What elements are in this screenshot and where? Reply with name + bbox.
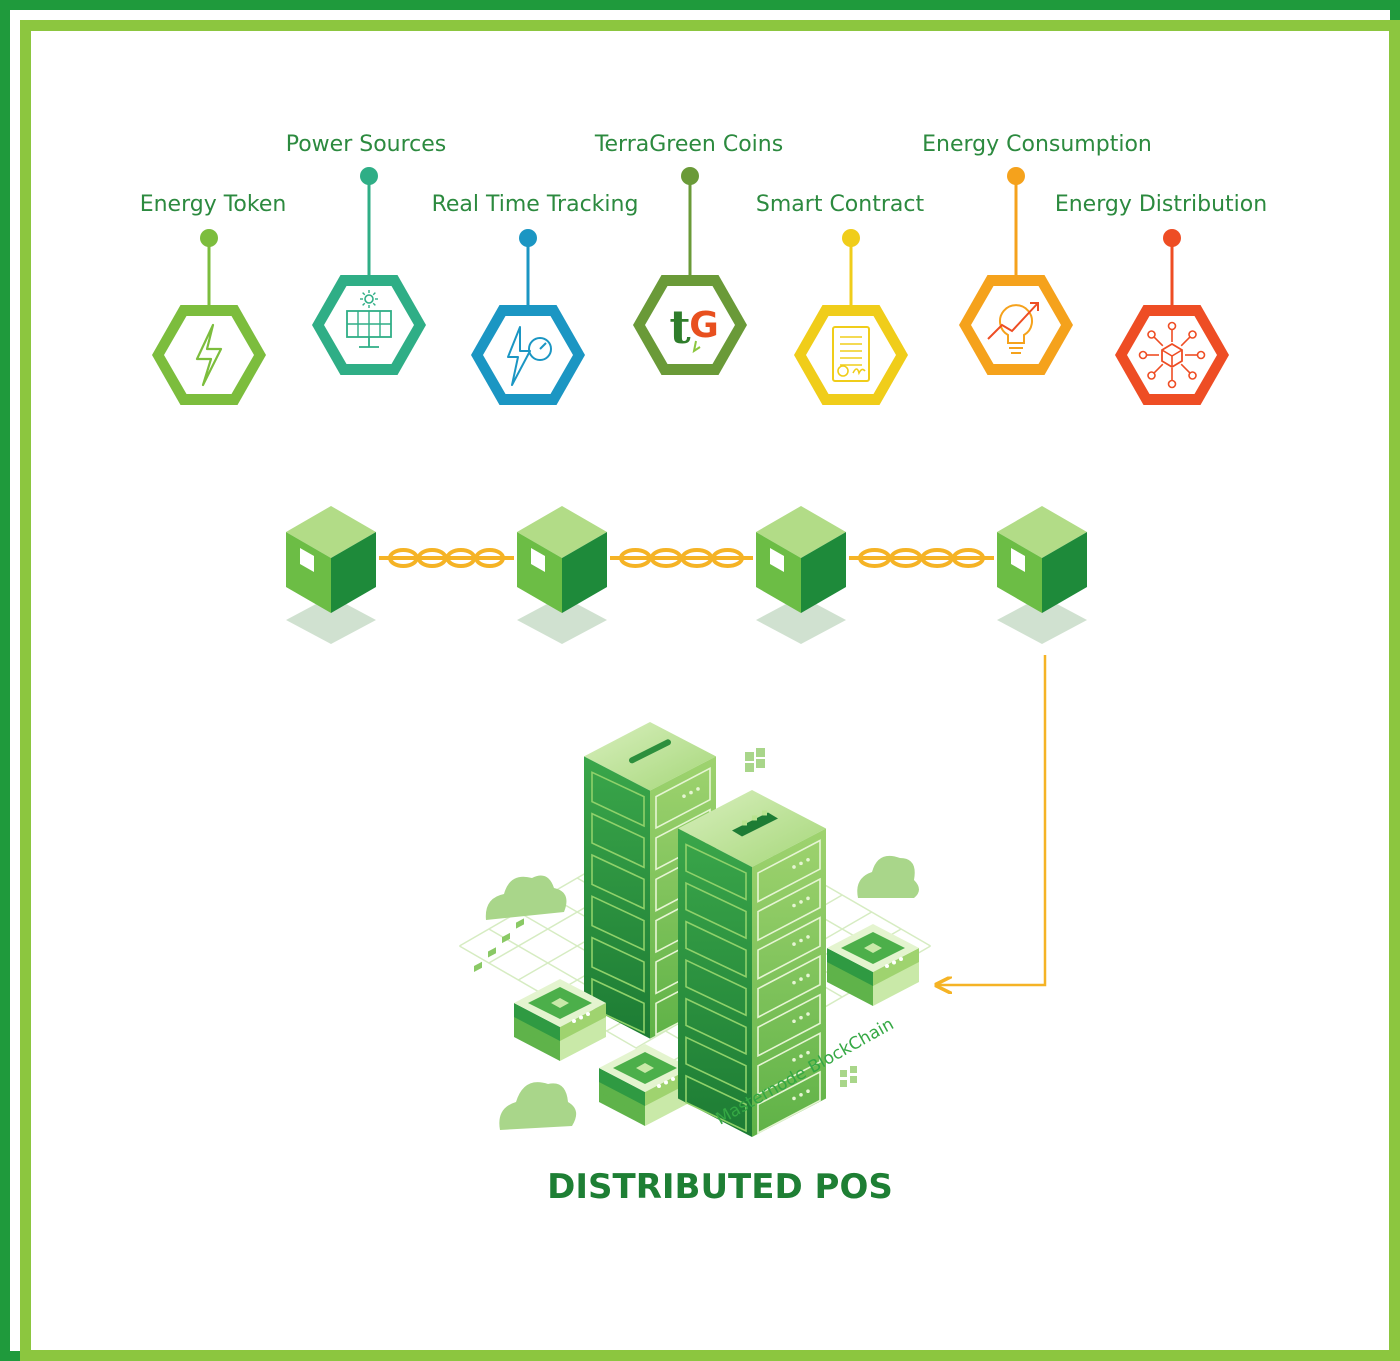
cloud-icon xyxy=(499,1082,577,1130)
lightning-bolt-icon xyxy=(195,323,223,387)
feature-smart-contract: Smart Contract xyxy=(756,192,925,405)
feature-label: Energy Consumption xyxy=(922,132,1152,157)
mini-node xyxy=(827,924,919,1006)
block-cube xyxy=(517,506,607,644)
block-window xyxy=(531,548,545,572)
block-window xyxy=(1011,548,1025,572)
terragreen-logo-icon: tG xyxy=(669,300,718,354)
feature-dot xyxy=(681,167,699,185)
cloud-icon xyxy=(485,875,567,920)
decorative-squares xyxy=(745,748,857,1087)
feature-dot xyxy=(1007,167,1025,185)
mini-node-group xyxy=(514,924,919,1126)
feature-dot xyxy=(1163,229,1181,247)
chain-link xyxy=(849,548,994,568)
feature-hexagon-inner xyxy=(164,316,254,394)
feature-dot xyxy=(842,229,860,247)
block-to-masternode-arrow xyxy=(938,655,1047,985)
feature-real-time-tracking: Real Time Tracking xyxy=(432,192,639,405)
block-cube xyxy=(997,506,1087,644)
lightbulb-growth-icon xyxy=(987,302,1039,354)
chain-link xyxy=(379,548,514,568)
speed-gauge-bolt-icon xyxy=(507,326,552,386)
mini-node xyxy=(514,979,606,1061)
feature-hexagon-inner xyxy=(1127,316,1217,394)
feature-label: TerraGreen Coins xyxy=(594,132,783,157)
feature-energy-distribution: Energy Distribution xyxy=(1055,192,1267,405)
diagram-title: DISTRIBUTED POS xyxy=(547,1167,893,1207)
feature-label: Real Time Tracking xyxy=(432,192,639,217)
feature-dot xyxy=(360,167,378,185)
feature-label: Power Sources xyxy=(286,132,447,157)
mini-node xyxy=(599,1044,691,1126)
feature-label: Energy Distribution xyxy=(1055,192,1267,217)
feature-terragreen-coins: TerraGreen Coins tG xyxy=(594,132,783,375)
cloud-icon xyxy=(857,855,919,898)
feature-hexagon-inner xyxy=(806,316,896,394)
block-window xyxy=(300,548,314,572)
solar-panel-icon xyxy=(346,290,392,348)
feature-hexagon-inner xyxy=(645,286,735,364)
block-cube xyxy=(286,506,376,644)
network-cube-icon xyxy=(1138,321,1206,389)
blockchain-row xyxy=(286,506,1087,644)
block-cube xyxy=(756,506,846,644)
svg-text:G: G xyxy=(689,305,719,346)
feature-energy-consumption: Energy Consumption xyxy=(922,132,1152,375)
feature-dot xyxy=(200,229,218,247)
svg-text:t: t xyxy=(669,300,691,354)
feature-power-sources: Power Sources xyxy=(286,132,447,375)
server-tower-front xyxy=(678,790,826,1137)
contract-document-icon xyxy=(832,326,870,382)
feature-label: Smart Contract xyxy=(756,192,925,217)
block-window xyxy=(770,548,784,572)
feature-label: Energy Token xyxy=(140,192,287,217)
feature-energy-token: Energy Token xyxy=(140,192,287,405)
masternode-illustration: Masternode BlockChain xyxy=(459,722,931,1137)
inner-frame xyxy=(20,20,1400,1361)
feature-dot xyxy=(519,229,537,247)
decorative-dots xyxy=(474,918,524,972)
chain-link xyxy=(610,548,753,568)
